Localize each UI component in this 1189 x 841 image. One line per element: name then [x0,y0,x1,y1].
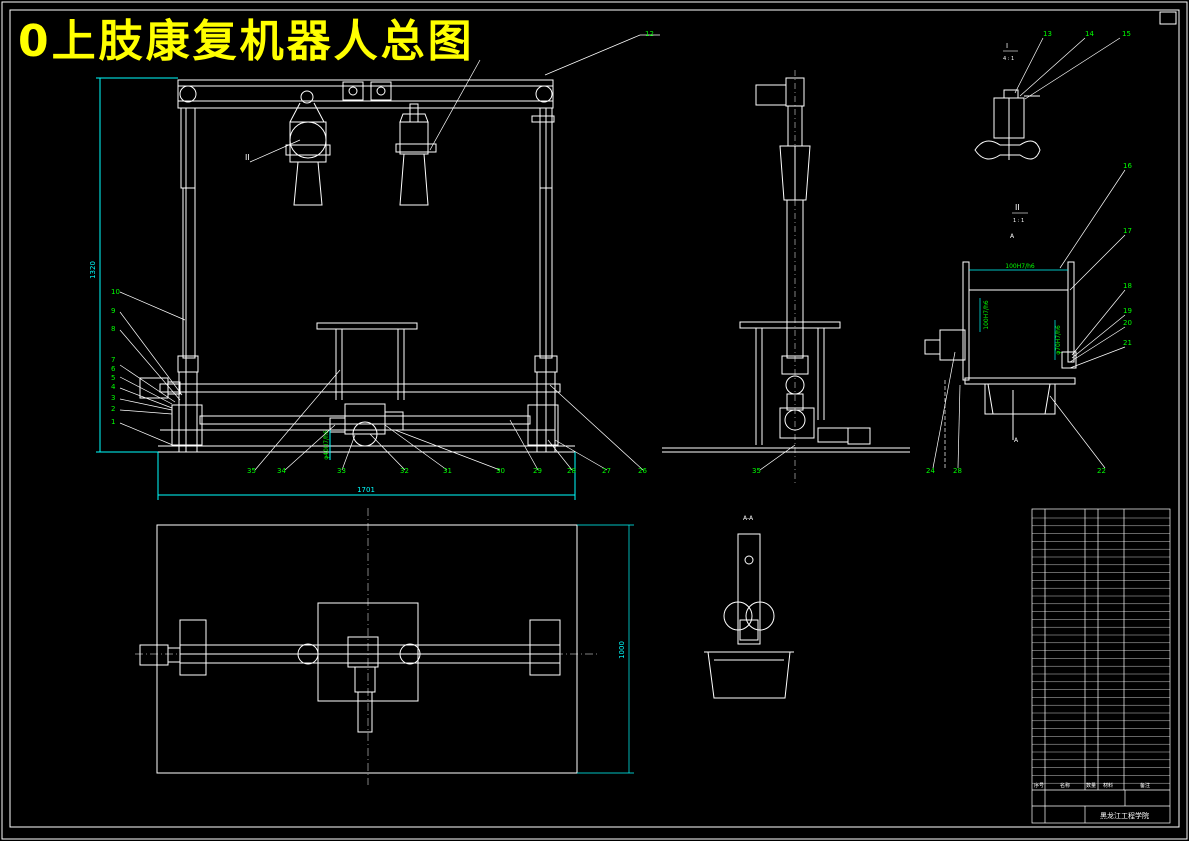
callout-32: 32 [400,467,409,475]
callout-34: 34 [277,467,286,475]
dim-detail-v2: φ70H7/h6 [1055,325,1062,355]
detail-II-dims [969,269,1068,360]
detail-II-leaders [932,169,1126,470]
dim-detail-width: 100H7/h6 [1005,263,1035,270]
front-leaders [119,34,660,471]
plan-centerlines [135,508,600,785]
callout-4: 4 [111,383,116,391]
dim-front-height: 1320 [89,261,97,279]
detail-I-callouts: 13 14 15 [1043,30,1131,38]
callout-13: 13 [1043,30,1052,38]
bom-col-name: 名称 [1060,782,1070,789]
callout-5: 5 [111,374,115,382]
bom-col-material: 材料 [1103,782,1113,789]
front-dimensions [96,77,576,500]
callout-15: 15 [1122,30,1131,38]
detail-II [924,261,1077,440]
side-view [662,77,910,453]
corner-mark [1159,11,1177,25]
view-I-mark: I [1006,42,1008,50]
bom-col-qty: 数量 [1086,782,1096,789]
callout-9: 9 [111,307,115,315]
callout-31: 31 [443,467,452,475]
front-callouts: 12 10 9 8 7 6 5 4 3 2 1 35 34 33 32 31 3… [111,30,654,475]
inner-frame [9,9,1180,828]
dim-front-width: 1701 [357,486,375,494]
section-aa [704,533,794,699]
callout-6: 6 [111,365,116,373]
callout-24: 24 [926,467,935,475]
company-name: 黑龙江工程学院 [1100,811,1149,820]
drawing-title: 0上肢康复机器人总图 [18,16,475,67]
callout-12: 12 [645,30,654,38]
callout-21: 21 [1123,339,1132,347]
callout-35-side: 35 [752,467,761,475]
callout-2: 2 [111,405,115,413]
plan-view [139,524,578,774]
detail-I [974,89,1041,160]
callout-3: 3 [111,394,115,402]
callout-33: 33 [337,467,346,475]
section-a-left: A [1010,233,1015,240]
callout-29: 29 [533,467,542,475]
bom-rows [1032,517,1170,784]
plan-dims [577,524,634,774]
callout-28b: 28 [953,467,962,475]
bom-col-remark: 备注 [1140,782,1150,789]
callout-14: 14 [1085,30,1094,38]
detail-II-callouts: 16 17 18 19 20 21 22 24 28 [926,162,1132,475]
callout-19: 19 [1123,307,1132,315]
callout-7: 7 [111,356,115,364]
callout-28: 28 [567,467,576,475]
callout-8: 8 [111,325,115,333]
callout-17: 17 [1123,227,1132,235]
detail-I-leaders [1014,37,1121,100]
front-mark-II: II [245,153,250,162]
callout-30: 30 [496,467,505,475]
bom-headers: 序号 名称 数量 材料 备注 [1034,782,1150,789]
bom-col-no: 序号 [1034,782,1044,789]
front-view [139,79,575,453]
view-I-scale: 4 : 1 [1003,56,1014,62]
callout-1: 1 [111,418,115,426]
callout-27: 27 [602,467,611,475]
view-II-scale: 1 : 1 [1013,218,1024,224]
callout-22: 22 [1097,467,1106,475]
dim-plan-height: 1000 [618,641,626,659]
dim-front-small: φ40H7/h6 [323,430,330,460]
callout-20: 20 [1123,319,1132,327]
callout-35: 35 [247,467,256,475]
section-a-bottom: A [1014,437,1019,444]
section-aa-label: A-A [743,515,754,522]
view-II-mark: II [1015,203,1020,212]
side-leader-35 [759,444,796,471]
callout-10: 10 [111,288,120,296]
callout-26: 26 [638,467,647,475]
callout-16: 16 [1123,162,1132,170]
dim-detail-v1: 100H7/h6 [983,300,990,330]
callout-18: 18 [1123,282,1132,290]
